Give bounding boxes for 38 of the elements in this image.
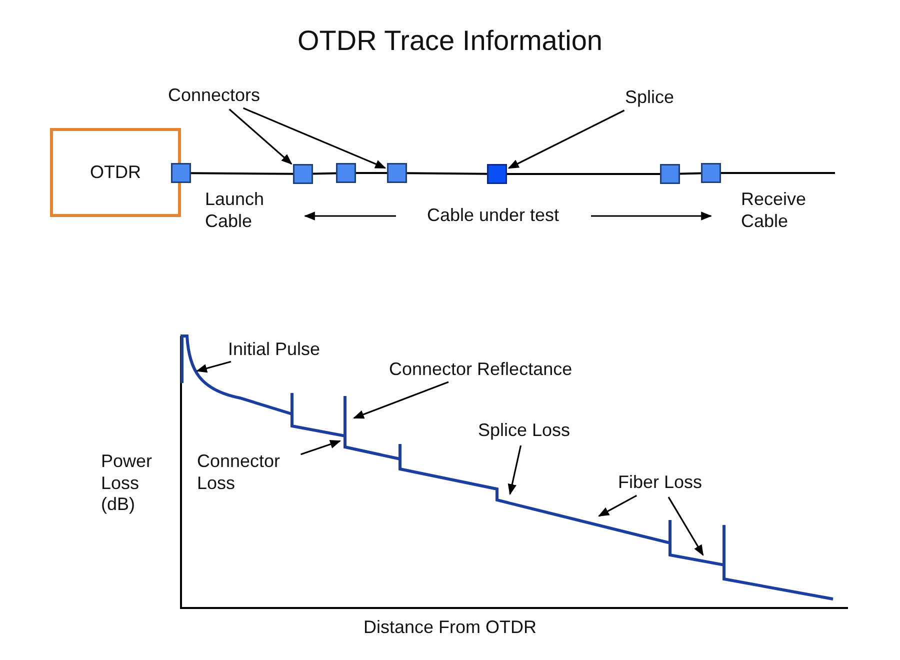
fiber-cable-line: [680, 172, 702, 175]
leader-arrow: [243, 107, 386, 169]
callout-text: Connector Reflectance: [389, 359, 572, 381]
text-label: Power Loss (dB): [101, 451, 154, 516]
fiber-cable-line: [507, 173, 660, 175]
connector-square: [171, 163, 191, 183]
callout-text: Fiber Loss: [618, 472, 702, 494]
leader-arrow: [352, 381, 449, 419]
text-label: Cable under test: [426, 205, 560, 227]
box-label: OTDR: [90, 162, 141, 183]
fiber-cable-line: [356, 172, 387, 174]
leader-arrow: [228, 108, 292, 165]
leader-arrow: [598, 494, 638, 517]
instrument-box: [50, 128, 181, 217]
callout-text: Connector Loss: [197, 451, 297, 494]
fiber-cable-line: [312, 172, 336, 175]
connector-square: [660, 164, 680, 184]
leader-arrow: [668, 496, 704, 556]
diagram-title: OTDR Trace Information: [296, 24, 604, 58]
fiber-cable-line: [190, 172, 294, 175]
leader-arrow: [508, 445, 522, 496]
text-label: Receive Cable: [741, 189, 808, 232]
connector-square: [293, 164, 313, 184]
connector-square: [336, 163, 356, 183]
splice-square: [487, 164, 507, 184]
fiber-cable-line: [721, 172, 835, 174]
connector-square: [387, 163, 407, 183]
callout-text: Initial Pulse: [228, 339, 320, 361]
fiber-cable-line: [406, 172, 488, 175]
callout-text: Splice: [625, 87, 674, 109]
connector-square: [701, 163, 721, 183]
callout-text: Splice Loss: [478, 420, 570, 442]
callout-text: Connectors: [168, 85, 260, 107]
text-label: Distance From OTDR: [362, 617, 538, 639]
leader-arrow: [508, 110, 625, 169]
leader-arrow: [300, 440, 342, 456]
text-label: Launch Cable: [205, 189, 266, 232]
leader-arrow: [196, 360, 232, 373]
